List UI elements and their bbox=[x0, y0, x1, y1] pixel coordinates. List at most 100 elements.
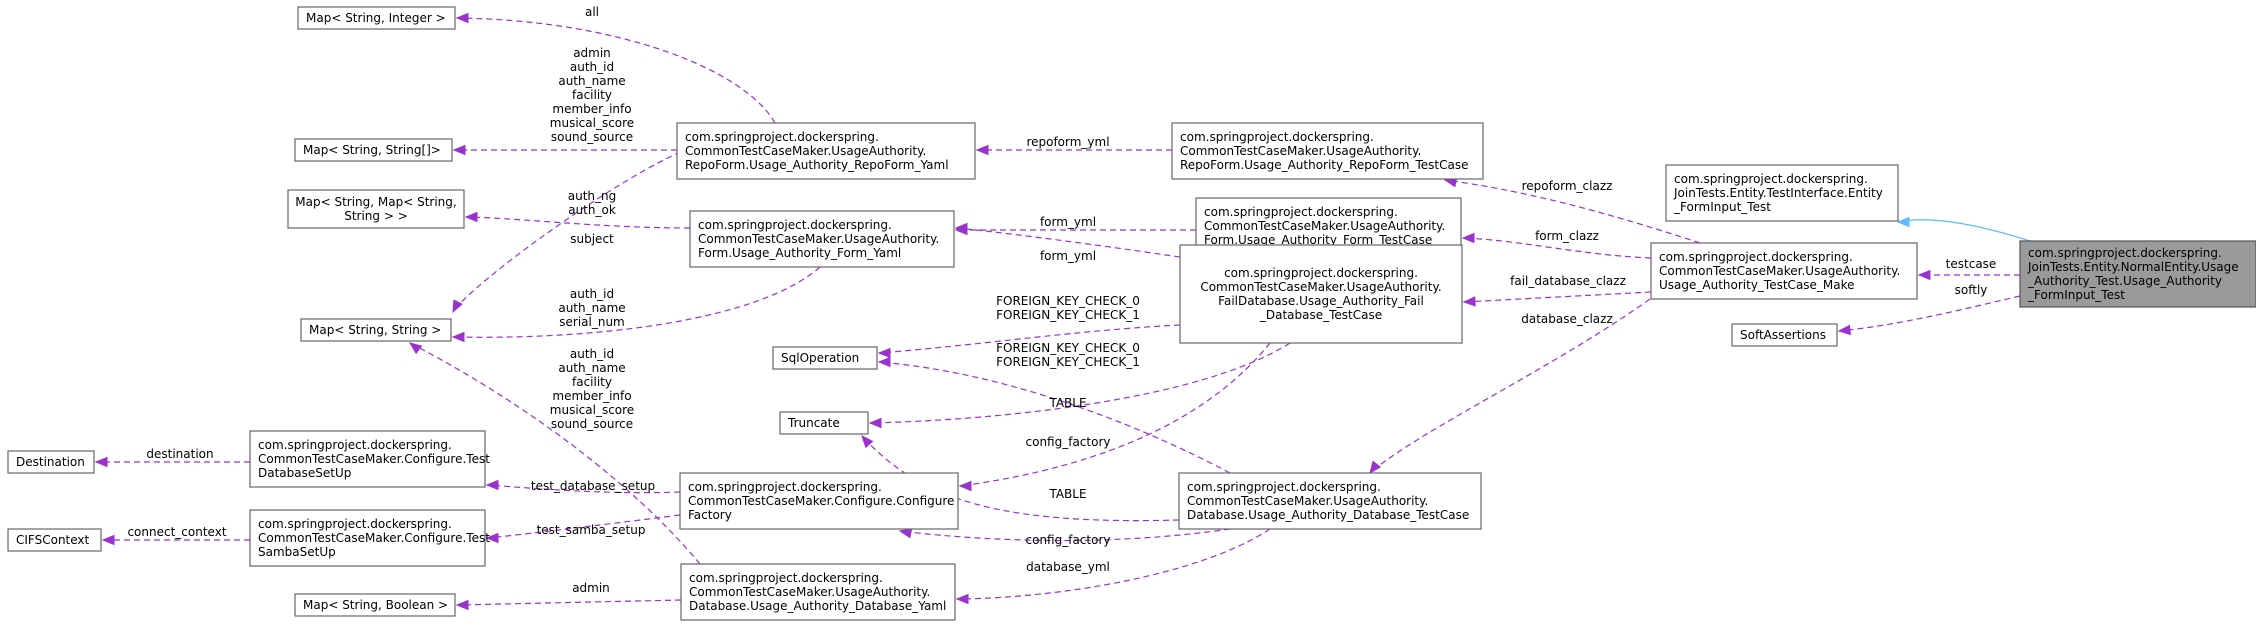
class-node-test-samba-setup[interactable]: com.springproject.dockerspring.CommonTes… bbox=[249, 509, 490, 567]
edge-line bbox=[452, 147, 691, 313]
arrowhead bbox=[955, 593, 969, 605]
class-node-label-line: com.springproject.dockerspring. bbox=[1224, 266, 1418, 280]
class-node-entity-forminput-test[interactable]: com.springproject.dockerspring.JoinTests… bbox=[1665, 164, 1899, 222]
arrowhead bbox=[452, 144, 466, 156]
arrowhead bbox=[868, 417, 882, 429]
class-node-database-testcase[interactable]: com.springproject.dockerspring.CommonTes… bbox=[1178, 472, 1482, 530]
class-node-testcase-make[interactable]: com.springproject.dockerspring.CommonTes… bbox=[1650, 242, 1918, 300]
arrowhead bbox=[464, 211, 478, 223]
class-node-box bbox=[1650, 242, 1918, 300]
class-node-box bbox=[294, 138, 453, 162]
class-node-box bbox=[1171, 122, 1484, 180]
class-node-map-string-string[interactable]: Map< String, String > bbox=[300, 318, 452, 342]
class-node-label-line: Map< String, String[]> bbox=[303, 143, 441, 157]
class-node-box bbox=[300, 318, 452, 342]
arrowhead bbox=[1462, 296, 1476, 307]
edge-label-database-yml: database_yml bbox=[1026, 560, 1110, 574]
edge-line bbox=[1462, 237, 1652, 259]
arrowhead bbox=[861, 435, 874, 449]
class-node-label-line: Map< String, String > bbox=[309, 323, 441, 337]
edge-testcase-make-to-fail-database-testcase bbox=[1462, 291, 1652, 307]
edge-label-database-clazz: database_clazz bbox=[1521, 312, 1613, 326]
arrowhead bbox=[1837, 324, 1851, 336]
class-node-cifs-context[interactable]: CIFSContext bbox=[7, 528, 102, 552]
class-node-sql-operation[interactable]: SqlOperation bbox=[772, 346, 878, 370]
arrowhead bbox=[1896, 216, 1910, 228]
class-node-label-line: Form.Usage_Authority_Form_TestCase bbox=[1204, 233, 1432, 247]
class-node-label-line: com.springproject.dockerspring. bbox=[1204, 205, 1398, 219]
edge-testcase-make-to-database-testcase bbox=[1369, 298, 1651, 475]
class-node-test-database-setup[interactable]: com.springproject.dockerspring.CommonTes… bbox=[249, 430, 490, 488]
arrowhead bbox=[485, 532, 499, 544]
edge-database-testcase-to-database-yaml bbox=[955, 528, 1271, 605]
edge-label-softly: softly bbox=[1955, 283, 1988, 297]
edge-repoform-yaml-to-map-string-string-array bbox=[452, 144, 677, 156]
edge-label-fk-db: FOREIGN_KEY_CHECK_1 bbox=[996, 355, 1140, 369]
edge-line bbox=[869, 342, 1291, 424]
edge-main-test-to-testcase-make bbox=[1917, 269, 2020, 281]
edge-label-admin: admin bbox=[572, 581, 610, 595]
class-node-map-string-integer[interactable]: Map< String, Integer > bbox=[297, 6, 456, 30]
edge-line bbox=[1897, 219, 2031, 242]
edge-label-db-map-string: auth_id bbox=[570, 347, 614, 361]
edge-label-repoform-clazz: repoform_clazz bbox=[1522, 179, 1613, 193]
class-node-label-line: CommonTestCaseMaker.Configure.Configure bbox=[688, 494, 954, 508]
edge-label-form-yml-1: form_yml bbox=[1040, 215, 1096, 229]
edge-line bbox=[486, 514, 681, 539]
edge-line bbox=[878, 324, 1181, 354]
class-node-map-string-string-array[interactable]: Map< String, String[]> bbox=[294, 138, 453, 162]
edge-fail-database-testcase-to-truncate bbox=[868, 342, 1291, 429]
class-node-truncate[interactable]: Truncate bbox=[779, 411, 869, 435]
class-node-main-test[interactable]: com.springproject.dockerspring.JoinTests… bbox=[2019, 240, 2256, 308]
arrowhead bbox=[1461, 232, 1475, 244]
class-node-database-yaml[interactable]: com.springproject.dockerspring.CommonTes… bbox=[680, 563, 956, 621]
edge-fail-database-testcase-to-configure-factory bbox=[958, 342, 1271, 492]
class-node-box bbox=[294, 593, 456, 617]
edge-fail-database-testcase-to-sql-operation bbox=[877, 324, 1181, 359]
class-node-configure-factory[interactable]: com.springproject.dockerspring.CommonTes… bbox=[679, 472, 959, 530]
class-node-map-string-boolean[interactable]: Map< String, Boolean > bbox=[294, 593, 456, 617]
class-node-box bbox=[679, 472, 959, 530]
class-node-destination[interactable]: Destination bbox=[7, 450, 95, 474]
class-node-form-yaml[interactable]: com.springproject.dockerspring.CommonTes… bbox=[689, 210, 955, 268]
class-node-label-line: CommonTestCaseMaker.UsageAuthority. bbox=[1659, 264, 1900, 278]
edge-main-test-inherits-entity-forminput-test bbox=[1896, 216, 2031, 242]
arrowhead bbox=[408, 342, 423, 355]
edge-database-yaml-to-map-string-boolean bbox=[455, 599, 682, 611]
arrowhead bbox=[954, 222, 968, 234]
class-node-label-line: com.springproject.dockerspring. bbox=[1674, 172, 1868, 186]
class-node-box bbox=[689, 210, 955, 268]
edge-repoform-testcase-to-repoform-yaml bbox=[975, 144, 1172, 156]
class-node-box bbox=[287, 189, 465, 229]
class-node-soft-assertions[interactable]: SoftAssertions bbox=[1731, 323, 1838, 347]
edge-label-repoform-string-array: member_info bbox=[552, 102, 631, 116]
class-node-label-line: Database.Usage_Authority_Database_TestCa… bbox=[1187, 508, 1469, 522]
class-node-repoform-testcase[interactable]: com.springproject.dockerspring.CommonTes… bbox=[1171, 122, 1484, 180]
edge-label-form-yml-2: form_yml bbox=[1040, 249, 1096, 263]
class-node-label-line: DatabaseSetUp bbox=[258, 466, 351, 480]
class-node-label-line: com.springproject.dockerspring. bbox=[258, 517, 452, 531]
arrowhead bbox=[1369, 460, 1382, 475]
class-node-repoform-yaml[interactable]: com.springproject.dockerspring.CommonTes… bbox=[676, 122, 976, 180]
class-node-fail-database-testcase[interactable]: com.springproject.dockerspring.CommonTes… bbox=[1179, 244, 1463, 344]
edge-line bbox=[486, 484, 681, 494]
class-node-label-line: Map< String, Integer > bbox=[306, 11, 446, 25]
class-node-label-line: _Database_TestCase bbox=[1259, 308, 1382, 322]
class-node-label-line: FailDatabase.Usage_Authority_Fail bbox=[1218, 294, 1424, 308]
edge-label-repoform-string-array: musical_score bbox=[550, 116, 634, 130]
class-node-label-line: CommonTestCaseMaker.UsageAuthority. bbox=[1180, 144, 1421, 158]
class-node-map-string-map[interactable]: Map< String, Map< String,String > > bbox=[287, 189, 465, 229]
edge-label-test-database-setup: test_database_setup bbox=[531, 479, 655, 493]
class-node-label-line: JoinTests.Entity.NormalEntity.Usage bbox=[2027, 260, 2239, 274]
arrowhead bbox=[94, 456, 108, 468]
edge-line bbox=[456, 17, 776, 124]
edge-label-form-map-string: auth_id bbox=[570, 287, 614, 301]
edge-line bbox=[1444, 179, 1701, 244]
edge-label-repoform-string-array: auth_id bbox=[570, 60, 614, 74]
edge-label-db-map-string: facility bbox=[572, 375, 612, 389]
class-node-box bbox=[1665, 164, 1899, 222]
class-node-box bbox=[249, 430, 486, 488]
class-node-label-line: _FormInput_Test bbox=[2027, 288, 2125, 302]
class-node-label-line: CIFSContext bbox=[16, 533, 90, 547]
class-node-box bbox=[1179, 244, 1463, 344]
